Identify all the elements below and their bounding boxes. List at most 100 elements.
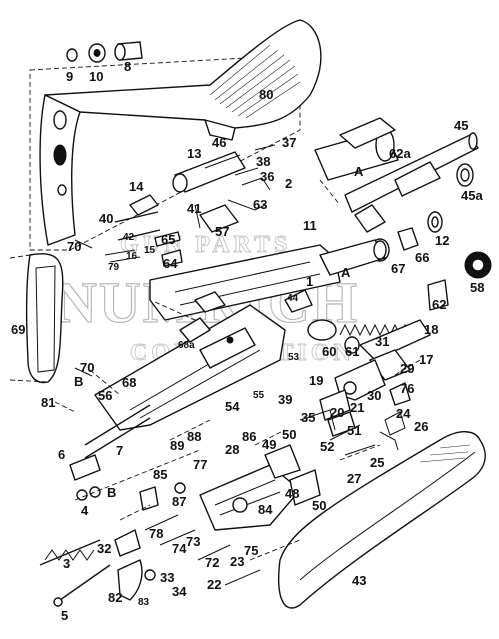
label-part-33: 33	[160, 570, 174, 585]
label-part-17: 17	[419, 352, 433, 367]
part-5-rod	[59, 564, 111, 601]
label-point-B-lower: B	[107, 485, 116, 500]
label-part-50-upper: 50	[282, 427, 296, 442]
part-40-firing-pin	[114, 211, 159, 223]
watermark-line-1: GUN PARTS	[120, 232, 291, 258]
part-14-retainer	[129, 194, 159, 216]
label-part-19: 19	[309, 373, 323, 388]
part-70-screw	[74, 239, 93, 249]
label-part-31: 31	[375, 334, 389, 349]
part-42-firing-pin	[117, 229, 161, 241]
label-part-44: 44	[287, 293, 299, 304]
part-26-clip	[379, 431, 399, 451]
part-62a-slide-top	[339, 117, 396, 149]
label-part-11: 11	[303, 218, 317, 233]
label-part-63: 63	[253, 197, 267, 212]
label-point-B-upper: B	[74, 374, 83, 389]
label-part-52: 52	[320, 439, 334, 454]
label-part-57: 57	[215, 224, 229, 239]
label-part-60: 60	[322, 344, 336, 359]
label-part-46: 46	[212, 135, 226, 150]
part-46-grip-cap	[204, 119, 236, 141]
label-part-72: 72	[205, 555, 219, 570]
label-part-58: 58	[470, 280, 484, 295]
barrel-group	[344, 132, 479, 233]
label-part-77: 77	[193, 457, 207, 472]
label-part-76: 76	[400, 381, 414, 396]
part-3-spring	[44, 549, 95, 561]
part-32-trigger	[114, 529, 141, 557]
label-part-8: 8	[124, 59, 131, 74]
label-part-81: 81	[41, 395, 55, 410]
label-part-41: 41	[187, 201, 201, 216]
label-part-13: 13	[187, 146, 201, 161]
label-part-54: 54	[225, 399, 240, 414]
label-part-48: 48	[285, 486, 299, 501]
center-bottom-parts	[144, 409, 376, 586]
part-65-extractor	[154, 231, 181, 247]
barrel-lug	[354, 204, 386, 233]
part-7-tube	[84, 404, 151, 446]
part-41-pin	[194, 204, 201, 229]
part-70-screw-b	[74, 367, 93, 377]
label-part-45a: 45a	[461, 188, 483, 203]
part-50-plunger	[289, 469, 321, 506]
part-64-plunger	[161, 249, 183, 267]
part-63-link	[227, 199, 266, 211]
part-82-trigger	[117, 559, 143, 601]
label-part-28: 28	[225, 442, 239, 457]
label-point-A-lower: A	[341, 265, 351, 280]
label-part-7: 7	[116, 443, 123, 458]
label-part-24: 24	[396, 406, 411, 421]
part-15-16-pins	[104, 249, 141, 263]
part-22-pin	[224, 569, 261, 586]
label-part-50-lower: 50	[312, 498, 326, 513]
part-34-pin	[144, 569, 156, 581]
label-part-35: 35	[301, 410, 315, 425]
magazine-parts	[370, 211, 492, 311]
label-part-42: 42	[123, 232, 135, 243]
label-part-26: 26	[414, 419, 428, 434]
part-60-action-bar	[319, 239, 386, 276]
action-parts-right	[319, 319, 431, 451]
label-part-37: 37	[282, 135, 296, 150]
label-part-22: 22	[207, 577, 221, 592]
label-part-56: 56	[98, 388, 112, 403]
part-49-spring	[299, 409, 336, 431]
label-part-25: 25	[370, 455, 384, 470]
part-72-pin	[197, 544, 231, 561]
part-48-block	[264, 444, 301, 479]
label-part-1: 1	[306, 274, 313, 289]
label-part-27: 27	[347, 471, 361, 486]
trigger-plate-group	[94, 289, 313, 431]
label-point-A-upper: A	[354, 164, 364, 179]
label-part-88: 88	[187, 429, 201, 444]
label-part-67: 67	[391, 261, 405, 276]
part-36-spring	[241, 177, 271, 191]
forend-group	[278, 431, 486, 609]
part-20-sear	[319, 389, 351, 421]
part-84-trigger-housing	[199, 464, 301, 531]
label-part-5: 5	[61, 608, 68, 623]
label-part-79: 79	[108, 262, 120, 273]
label-part-68: 68	[122, 375, 136, 390]
label-part-65: 65	[161, 232, 175, 247]
recoil-pad-group	[9, 239, 93, 384]
part-25-pin	[344, 444, 376, 456]
label-part-70-lower: 70	[80, 360, 94, 375]
leader-lines	[54, 301, 421, 561]
part-57-latch	[199, 204, 239, 233]
label-part-40: 40	[99, 211, 113, 226]
label-part-75: 75	[244, 543, 258, 558]
part-78-pin	[144, 514, 179, 531]
bolt-group	[104, 117, 399, 267]
label-part-43: 43	[352, 573, 366, 588]
label-part-14: 14	[129, 179, 144, 194]
label-part-69: 69	[11, 322, 25, 337]
label-part-36: 36	[260, 169, 274, 184]
label-part-62: 62	[432, 297, 446, 312]
label-part-53: 53	[288, 352, 300, 363]
label-part-86: 86	[242, 429, 256, 444]
lower-left-parts	[39, 404, 159, 607]
